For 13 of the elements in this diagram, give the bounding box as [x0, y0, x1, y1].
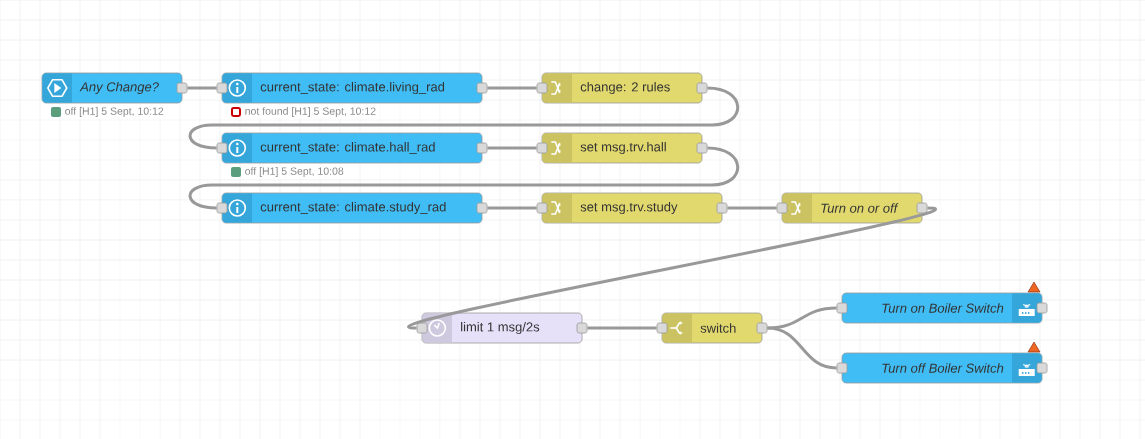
flow-node: change: 2 rules	[536, 72, 708, 104]
wire	[487, 146, 537, 150]
flow-node: current_state: climate.living_rad	[216, 72, 488, 104]
flow-node: Any Change?	[41, 72, 188, 104]
wire	[487, 86, 537, 90]
wire	[188, 86, 740, 150]
flow-node: current_state: climate.hall_rad	[216, 132, 488, 164]
wire	[188, 146, 740, 210]
flow-node: set msg.trv.hall	[536, 132, 708, 164]
flow-node: current_state: climate.study_rad	[216, 192, 488, 224]
wire	[187, 86, 217, 90]
flow-node: Turn off Boiler Switch	[836, 352, 1048, 384]
wire	[767, 326, 837, 370]
